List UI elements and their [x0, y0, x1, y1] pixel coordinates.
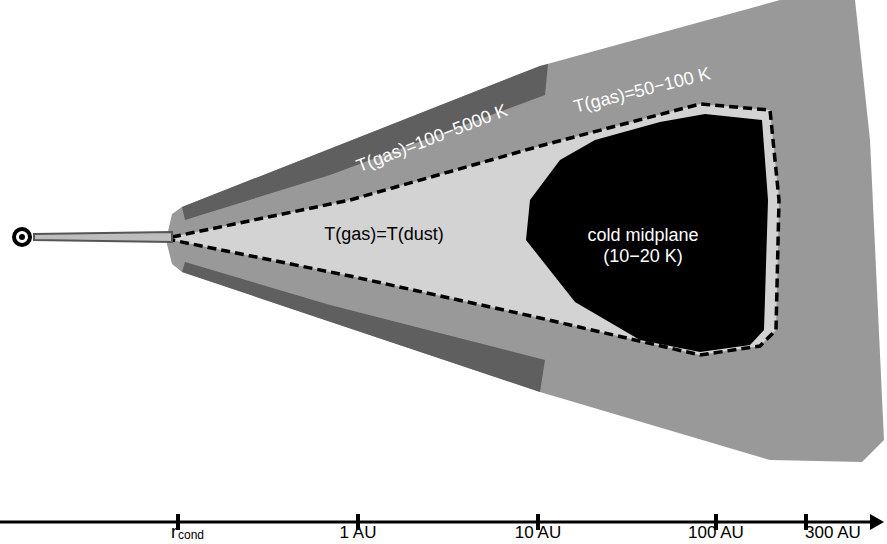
axis-arrowhead — [870, 514, 884, 530]
region-label: cold midplane (10−20 K) — [558, 225, 728, 267]
region-text: cold midplane (10−20 K) — [558, 225, 728, 267]
star-core — [19, 234, 25, 240]
temperature-label: T(gas)=T(dust) — [324, 224, 444, 245]
axis-subscript: cond — [178, 529, 204, 543]
axis-label: 10 AU — [515, 523, 561, 543]
dashed-boundary — [172, 104, 779, 355]
star — [14, 229, 30, 245]
axis-label: 300 AU — [805, 523, 861, 543]
outer-disk — [166, 0, 884, 462]
axis-label: 1 AU — [340, 523, 377, 543]
cold-midplane-region — [526, 114, 768, 352]
inner-disk — [34, 232, 172, 242]
axis-label: 100 AU — [688, 523, 744, 543]
gas-dust-region — [172, 104, 779, 355]
radius-axis — [0, 521, 872, 524]
axis-label: r — [171, 522, 177, 543]
